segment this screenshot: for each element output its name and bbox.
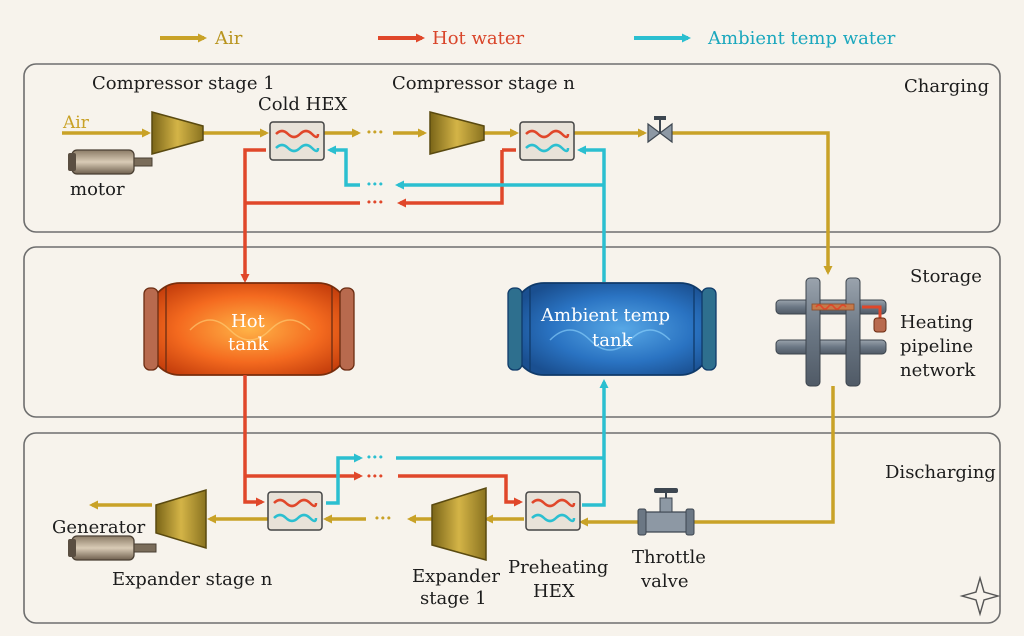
- ambient-pipe-to-hex-n: [577, 145, 606, 282]
- ambient-pipe-from-hex-n: [326, 453, 363, 505]
- hot-pipe-from-hex-n: [397, 150, 504, 208]
- ambient-dots-discharging: ···: [366, 448, 384, 468]
- charging-valve: [647, 116, 673, 144]
- hot-tank-label-1: Hot: [231, 311, 266, 332]
- throttle-valve: [637, 488, 695, 536]
- ambient-tank-label-1: Ambient temp: [540, 305, 670, 326]
- hot-pipe-to-preheat: [398, 474, 523, 507]
- heating-pipeline-network: [775, 277, 887, 387]
- preheating-hex: [525, 491, 581, 531]
- section-discharging: Discharging: [885, 462, 996, 483]
- ambient-dots-charging: ···: [366, 175, 384, 195]
- ambient-tank-label-2: tank: [592, 330, 634, 351]
- label-heating-3: network: [900, 360, 976, 381]
- cold-hex: [269, 121, 325, 161]
- label-motor: motor: [70, 179, 125, 200]
- ambient-tank: [507, 282, 717, 376]
- section-charging: Charging: [904, 76, 989, 97]
- expander-stage-1: [431, 486, 487, 561]
- storage-frame: [23, 246, 1001, 418]
- air-dots-charging: ···: [366, 123, 384, 143]
- label-heating-2: pipeline: [900, 336, 973, 357]
- label-expander-stage-1-l2: stage 1: [420, 588, 487, 609]
- label-compressor-stage-1: Compressor stage 1: [92, 73, 275, 94]
- label-generator: Generator: [52, 517, 146, 538]
- label-preheating-l2: HEX: [533, 581, 575, 602]
- air-pipe-heating-to-throttle: [690, 386, 835, 524]
- label-heating-1: Heating: [900, 312, 973, 333]
- label-air-inlet: Air: [62, 113, 90, 133]
- ambient-pipe-to-tank: [582, 379, 609, 507]
- label-preheating-l1: Preheating: [508, 557, 608, 578]
- compressor-stage-1: [151, 111, 204, 155]
- air-dots-discharging: ···: [374, 509, 392, 529]
- hot-dots-charging: ···: [366, 193, 384, 213]
- sparkle-icon: [959, 575, 1001, 617]
- label-throttle-l2: valve: [640, 571, 688, 592]
- hot-tank-label-2: tank: [228, 334, 270, 355]
- expander-hex-n: [267, 491, 323, 531]
- expander-stage-n: [155, 488, 207, 550]
- label-expander-stage-1-l1: Expander: [412, 566, 500, 587]
- legend-ambient-water: Ambient temp water: [707, 28, 896, 49]
- hot-dots-discharging: ···: [366, 467, 384, 487]
- legend-hot-water: Hot water: [432, 28, 525, 49]
- legend-air: Air: [214, 28, 243, 49]
- charging-frame: [23, 63, 1001, 233]
- section-storage: Storage: [910, 266, 982, 287]
- air-pipe-to-heating: [672, 131, 833, 275]
- compressor-stage-n: [429, 111, 485, 155]
- ambient-pipe-to-cold-hex: [327, 145, 360, 187]
- generator: [68, 535, 157, 561]
- label-throttle-l1: Throttle: [632, 547, 706, 568]
- hot-tank: [143, 282, 355, 376]
- hot-pipe-to-tank: [240, 148, 266, 283]
- label-cold-hex: Cold HEX: [258, 94, 347, 115]
- motor: [68, 149, 153, 175]
- discharging-frame: [23, 432, 1001, 624]
- label-compressor-stage-n: Compressor stage n: [392, 73, 575, 94]
- compressor-hex-n: [519, 121, 575, 161]
- hot-pipe-to-hex-n: [243, 375, 265, 507]
- label-expander-stage-n: Expander stage n: [112, 569, 273, 590]
